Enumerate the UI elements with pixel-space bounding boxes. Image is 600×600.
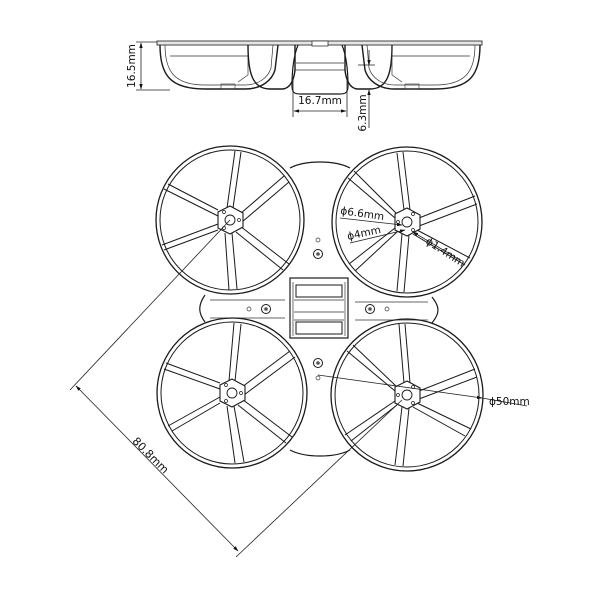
duct-rear-left [156, 317, 308, 469]
battery-bay [289, 277, 349, 339]
dim-body-width: 16.7mm [292, 78, 348, 117]
duct-front-right [331, 146, 483, 298]
dim-motor-shaft-hole-label: ϕ4mm [346, 224, 382, 243]
dim-wheelbase-label: 80.8mm [130, 435, 172, 477]
duct-front-left [155, 145, 305, 295]
side-view: 16.5mm 16.7mm 6.3mm [126, 40, 483, 132]
dim-body-width-label: 16.7mm [298, 95, 342, 107]
prop-guard-diameter-callout: ϕ50mm [317, 374, 530, 408]
duct-rear-right [330, 318, 484, 472]
dim-body-drop: 6.3mm [357, 50, 375, 132]
mount-holes [246, 237, 390, 381]
dim-prop-guard-label: ϕ50mm [489, 396, 530, 408]
dim-height: 16.5mm [126, 41, 170, 91]
dim-body-drop-label: 6.3mm [357, 94, 369, 131]
top-view: ϕ6.6mm ϕ4mm ϕ1.4mm ϕ50mm 80.8mm [69, 145, 530, 558]
dim-height-label: 16.5mm [126, 44, 138, 88]
